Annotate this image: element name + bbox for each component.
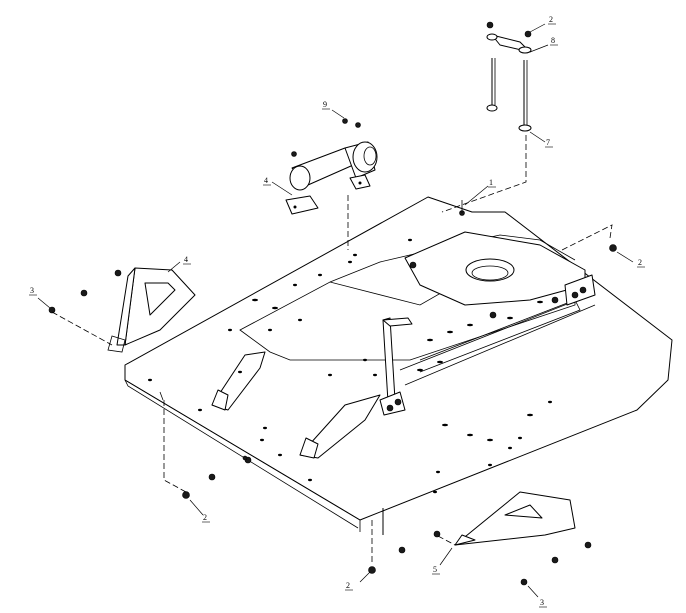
callout-2-top: 2 — [549, 15, 553, 24]
assembly-lines — [51, 135, 613, 565]
left-bracket — [48, 267, 196, 353]
right-bracket — [433, 491, 592, 586]
motor-bolts — [291, 118, 361, 157]
callout-2-left-bottom: 2 — [203, 513, 207, 522]
callout-labels: 1 2 8 7 9 4 4 3 2 2 2 5 3 — [29, 15, 645, 608]
callout-3-left: 3 — [30, 286, 34, 295]
callout-2-bottom: 2 — [346, 581, 350, 590]
callout-8: 8 — [551, 36, 555, 45]
loose-fasteners — [182, 200, 617, 574]
motor-assembly — [285, 141, 378, 215]
callout-9: 9 — [323, 100, 327, 109]
callout-2-right: 2 — [638, 258, 642, 267]
callout-4-bracket: 4 — [184, 255, 188, 264]
top-linkage — [486, 21, 532, 132]
callout-5: 5 — [433, 565, 437, 574]
callout-7: 7 — [546, 138, 550, 147]
leader-lines — [37, 23, 634, 598]
callout-3-bottom: 3 — [540, 598, 544, 607]
callout-4-motor: 4 — [264, 176, 268, 185]
deck-holes — [148, 238, 552, 494]
callout-1: 1 — [489, 178, 493, 187]
deck-plate — [124, 196, 673, 532]
